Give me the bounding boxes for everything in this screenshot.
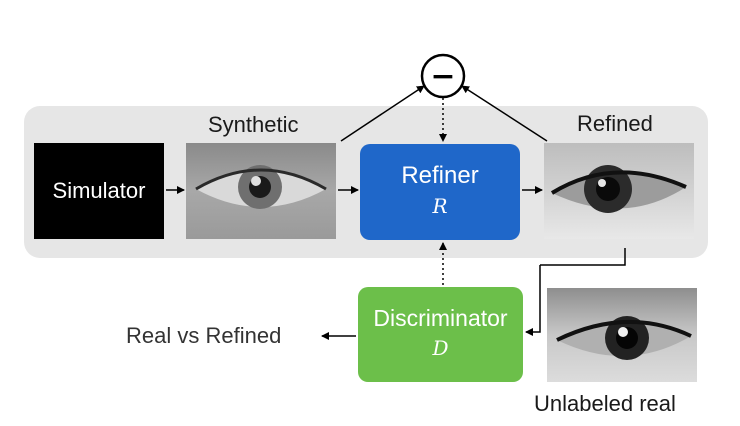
- refiner-symbol: R: [432, 194, 448, 218]
- unlabeled-real-eye-image: [547, 288, 697, 382]
- discriminator-label: Discriminator: [373, 305, 508, 331]
- arrow-refined-to-minus: [461, 85, 548, 142]
- synthetic-label: Synthetic: [208, 112, 299, 137]
- refined-eye-image: [544, 143, 694, 239]
- discriminator-box: Discriminator D: [358, 287, 523, 382]
- simulator-box: Simulator: [34, 143, 164, 239]
- synthetic-eye-image: [186, 143, 336, 239]
- discriminator-symbol: D: [432, 336, 449, 360]
- real-vs-refined-label: Real vs Refined: [126, 323, 282, 348]
- refiner-box: Refiner R: [360, 144, 520, 240]
- refiner-label: Refiner: [401, 162, 479, 189]
- unlabeled-real-label: Unlabeled real: [534, 391, 676, 416]
- connector-refined-real: [540, 248, 626, 266]
- arrow-synthetic-to-minus: [340, 85, 425, 142]
- simulator-label: Simulator: [52, 178, 146, 203]
- minus-symbol: −: [430, 59, 455, 94]
- arrow-to-discriminator: [525, 265, 541, 336]
- minus-node: −: [420, 53, 466, 99]
- refined-label: Refined: [577, 111, 653, 136]
